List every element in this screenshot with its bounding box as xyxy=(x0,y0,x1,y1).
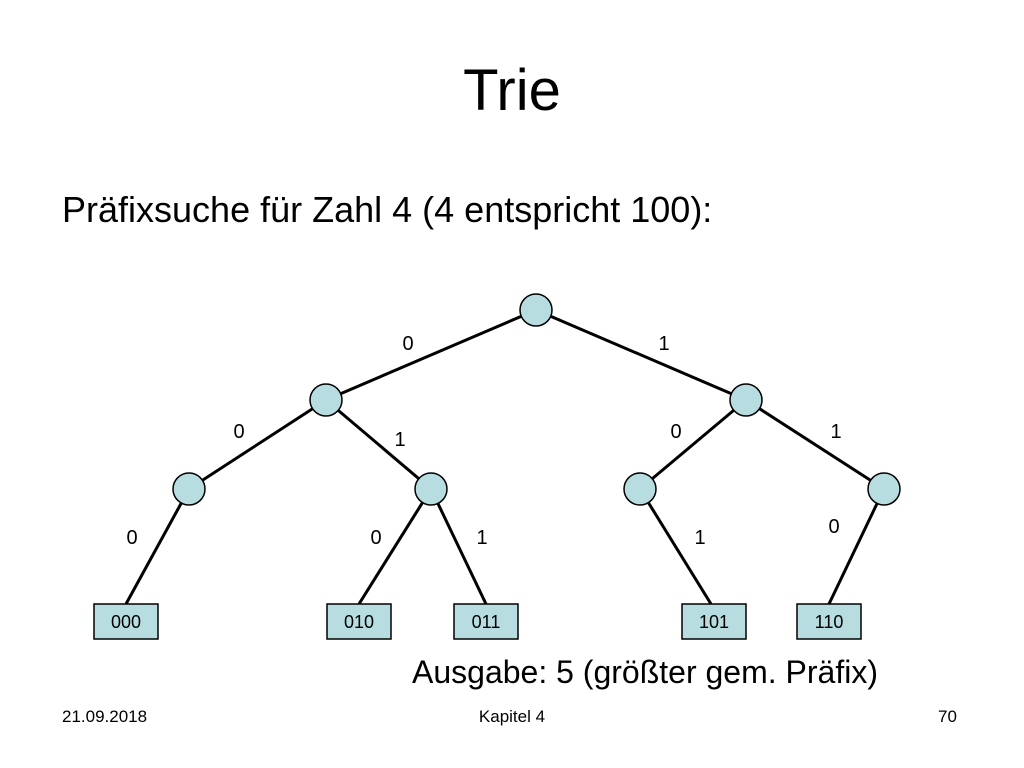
trie-nodes xyxy=(172,293,901,506)
leaf-label: 011 xyxy=(472,612,501,632)
footer-date: 21.09.2018 xyxy=(62,707,148,726)
edge-root-0 xyxy=(325,308,537,402)
edge-01-010 xyxy=(357,488,433,605)
trie-leaf-labels: 000 010 011 101 110 xyxy=(111,612,843,632)
edge-label: 1 xyxy=(476,527,487,549)
leaf-label: 110 xyxy=(815,612,844,632)
edge-label: 1 xyxy=(394,429,405,451)
footer-page-number: 70 xyxy=(938,707,957,726)
leaf-box-101 xyxy=(681,603,747,640)
edge-label: 0 xyxy=(828,516,839,538)
edge-label: 0 xyxy=(670,421,681,443)
edge-0-00 xyxy=(188,398,327,491)
edge-label: 1 xyxy=(830,421,841,443)
edge-label: 1 xyxy=(694,527,705,549)
leaf-box-011 xyxy=(453,603,519,640)
node-0 xyxy=(309,383,343,417)
edge-label: 0 xyxy=(402,333,413,355)
trie-edges xyxy=(124,308,886,605)
node-01 xyxy=(414,472,448,506)
edge-00-000 xyxy=(124,488,191,605)
edge-label: 0 xyxy=(233,421,244,443)
slide-title: Trie xyxy=(463,58,561,123)
edge-label: 0 xyxy=(370,527,381,549)
node-11 xyxy=(867,472,901,506)
node-00 xyxy=(172,472,206,506)
slide-subtitle: Präfixsuche für Zahl 4 (4 entspricht 100… xyxy=(62,189,713,230)
edge-1-10 xyxy=(639,398,747,491)
edge-0-01 xyxy=(325,398,432,491)
leaf-label: 010 xyxy=(344,612,374,632)
node-10 xyxy=(623,472,657,506)
edge-root-1 xyxy=(535,308,747,402)
node-1 xyxy=(729,383,763,417)
edge-label: 1 xyxy=(658,333,669,355)
node-root xyxy=(519,293,553,327)
leaf-box-000 xyxy=(93,603,159,640)
leaf-label: 101 xyxy=(699,612,729,632)
footer-chapter: Kapitel 4 xyxy=(478,707,546,726)
leaf-label: 000 xyxy=(111,612,141,632)
leaf-box-110 xyxy=(796,603,862,640)
output-text: Ausgabe: 5 (größter gem. Präfix) xyxy=(412,654,878,690)
trie-edge-labels: 0 1 0 1 0 1 0 0 1 1 0 xyxy=(126,333,841,549)
edge-11-110 xyxy=(827,488,886,605)
leaf-box-010 xyxy=(326,603,392,640)
edge-1-11 xyxy=(745,398,885,491)
edge-label: 0 xyxy=(126,527,137,549)
trie-leaf-boxes xyxy=(93,603,862,640)
edge-01-011 xyxy=(429,488,488,605)
edge-10-101 xyxy=(638,488,713,605)
